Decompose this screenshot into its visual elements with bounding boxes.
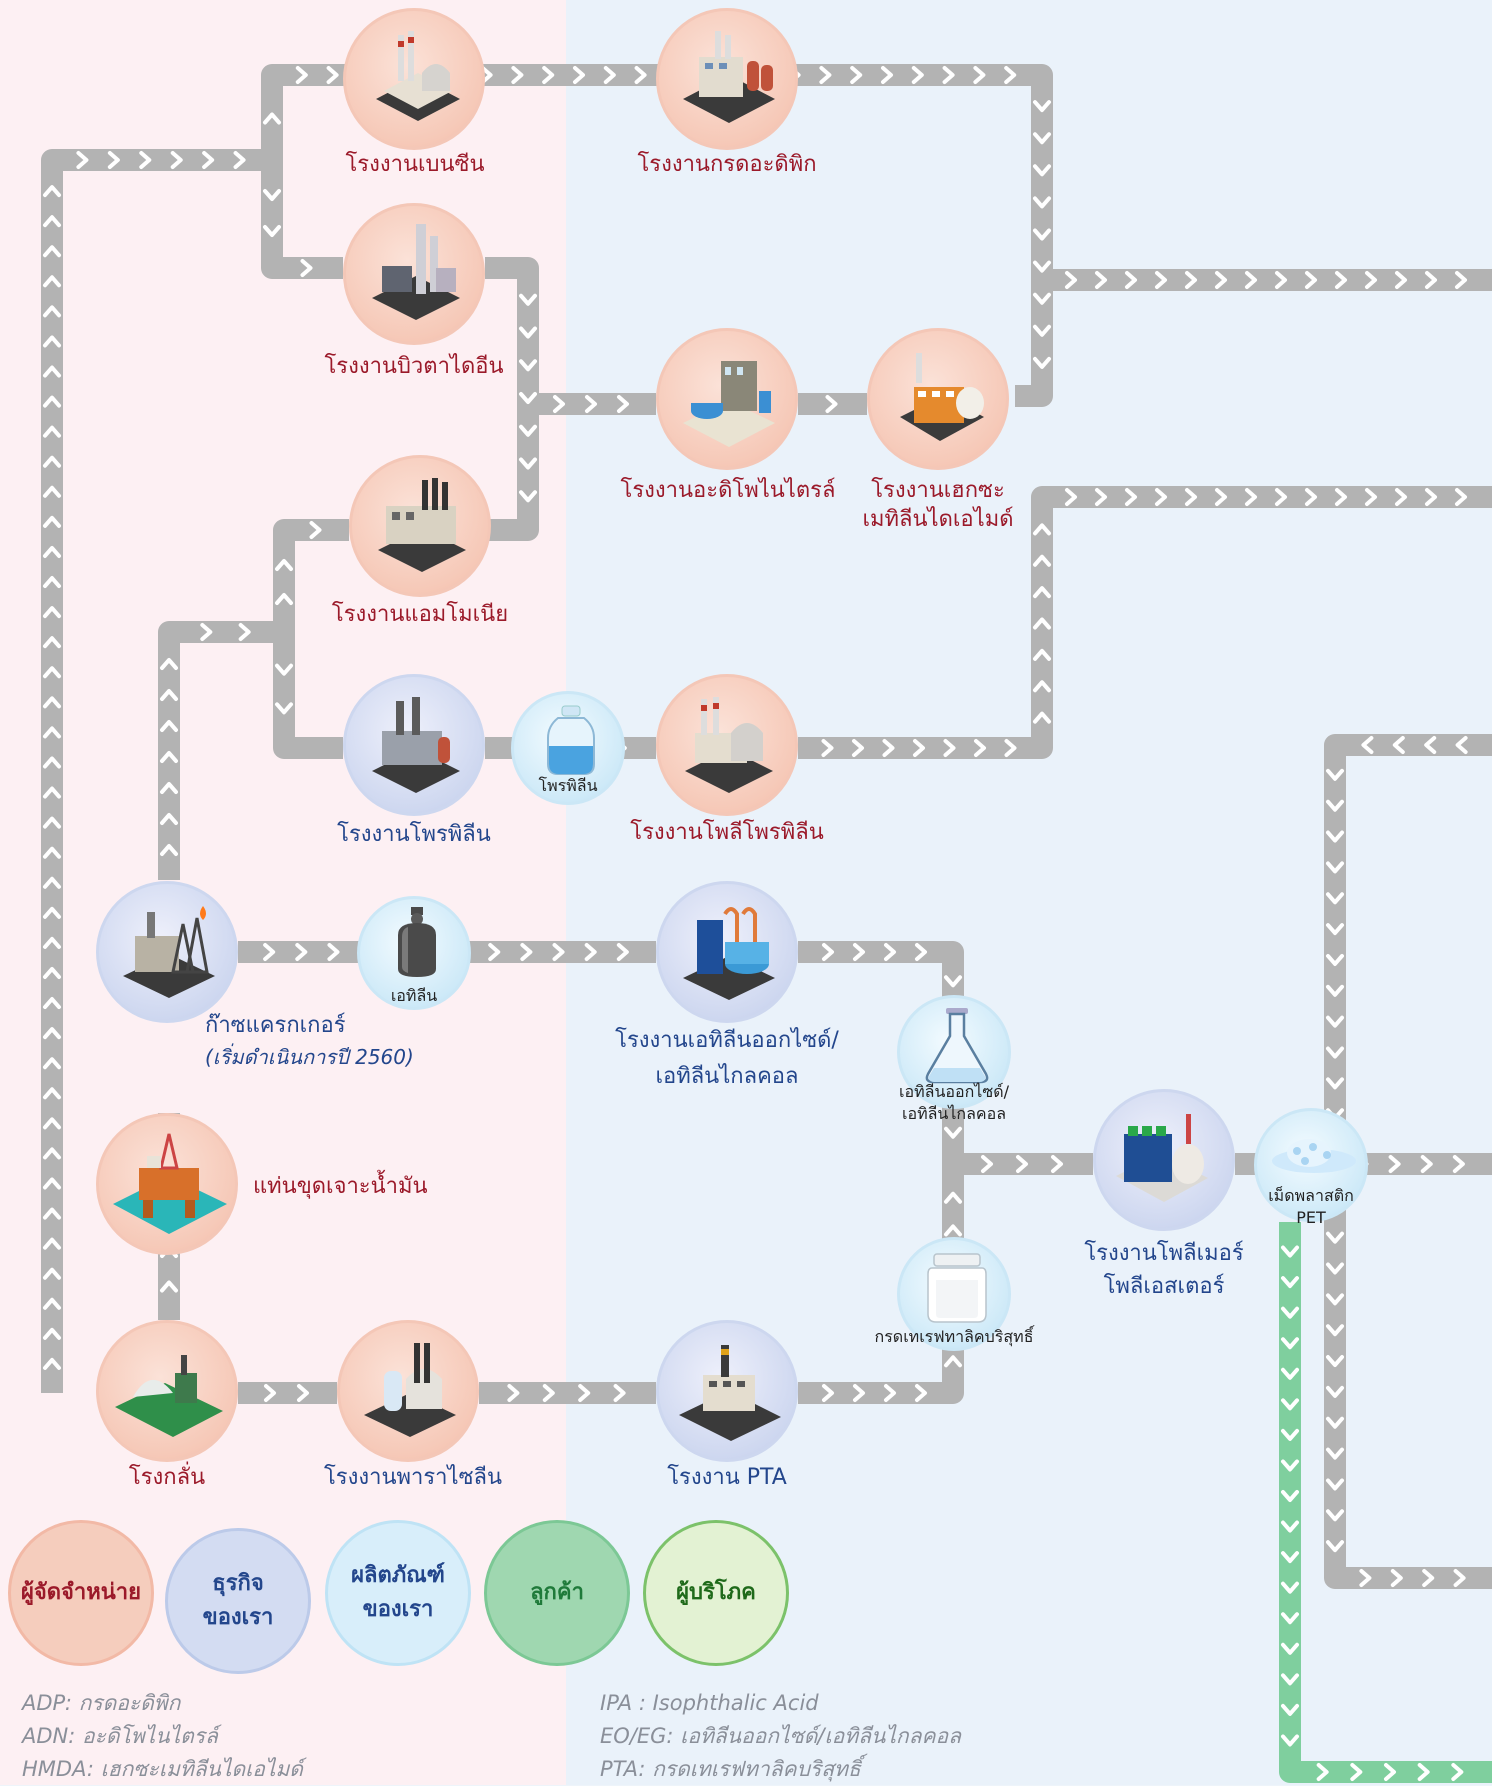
pta-product-node[interactable] bbox=[897, 1237, 1011, 1351]
legend-product-line1: ผลิตภัณฑ์ bbox=[351, 1563, 445, 1588]
factory-icon bbox=[683, 907, 775, 1000]
flow-track-segment bbox=[273, 632, 343, 759]
ammonia-plant-label: โรงงานแอมโมเนีย bbox=[331, 602, 509, 627]
factory-icon bbox=[1116, 1114, 1208, 1202]
flow-track-segment bbox=[158, 621, 284, 880]
gas-cracker-sublabel: (เริ่มดำเนินการปี 2560) bbox=[205, 1045, 414, 1069]
bottle-icon bbox=[547, 705, 595, 775]
eo-eg-label-line1: โรงงานเอทิลีนออกไซด์/ bbox=[615, 1028, 839, 1053]
gas-cracker-label: ก๊าซแครกเกอร์ bbox=[205, 1013, 346, 1038]
polypropylene-plant-label: โรงงานโพลีโพรพิลีน bbox=[630, 820, 824, 845]
factory-icon bbox=[683, 31, 775, 123]
ammonia-plant-node[interactable] bbox=[349, 455, 491, 597]
propylene-product-node[interactable] bbox=[511, 691, 625, 805]
adipic-acid-plant-label: โรงงานกรดอะดิพิก bbox=[637, 152, 817, 177]
abbreviation-ipa: IPA : Isophthalic Acid bbox=[600, 1691, 819, 1715]
adiponitrile-plant-node[interactable] bbox=[656, 328, 798, 470]
factory-icon bbox=[683, 361, 775, 447]
adiponitrile-plant-label: โรงงานอะดิโพไนไตรล์ bbox=[620, 478, 836, 503]
refinery-label: โรงกลั่น bbox=[128, 1465, 206, 1490]
factory-icon bbox=[900, 353, 984, 441]
pta-plant-label: โรงงาน PTA bbox=[667, 1465, 787, 1490]
ethylene-product-label: เอทิลีน bbox=[390, 986, 438, 1005]
legend-consumer: ผู้บริโภค bbox=[643, 1520, 789, 1666]
legend-consumer-text: ผู้บริโภค bbox=[676, 1580, 756, 1605]
flow-track-segment bbox=[41, 149, 272, 1393]
propylene-product-label: โพรพิลีน bbox=[538, 776, 598, 795]
polyester-label-line2: โพลีเอสเตอร์ bbox=[1103, 1274, 1225, 1299]
pet-label-line2: PET bbox=[1296, 1208, 1326, 1227]
flow-track-segment bbox=[261, 64, 1053, 407]
factory-icon bbox=[378, 478, 466, 572]
benzene-plant-node[interactable] bbox=[343, 8, 485, 150]
refinery-icon bbox=[115, 1355, 223, 1437]
benzene-plant-label: โรงงานเบนซีน bbox=[345, 152, 485, 177]
polypropylene-plant-node[interactable] bbox=[656, 674, 798, 816]
refinery-node[interactable] bbox=[96, 1320, 238, 1462]
factory-icon bbox=[364, 1343, 456, 1437]
oil-rig-label: แท่นขุดเจาะน้ำมัน bbox=[253, 1174, 428, 1199]
abbreviation-adp: ADP: กรดอะดิพิก bbox=[22, 1691, 181, 1715]
eo-eg-product-node[interactable] bbox=[897, 995, 1011, 1109]
pellets-icon bbox=[1272, 1139, 1356, 1173]
polyester-label-line1: โรงงานโพลีเมอร์ bbox=[1084, 1241, 1244, 1266]
gas-tank-icon bbox=[398, 907, 436, 977]
eo-eg-plant-node[interactable] bbox=[656, 881, 798, 1023]
factory-icon bbox=[685, 697, 773, 793]
eo-eg-label-line2: เอทิลีนไกลคอล bbox=[655, 1064, 799, 1089]
polyester-plant-node[interactable] bbox=[1093, 1089, 1235, 1231]
flow-track-segment bbox=[798, 486, 1492, 759]
legend-customer: ลูกค้า bbox=[484, 1520, 630, 1666]
hmda-label-line1: โรงงานเฮกซะ bbox=[871, 478, 1005, 503]
oil-rig-node[interactable] bbox=[96, 1113, 238, 1255]
eo-eg-plant-label: โรงงานเอทิลีนออกไซด์/ เอทิลีนไกลคอล bbox=[607, 1023, 847, 1095]
abbreviation-eo-eg: EO/EG: เอทิลีนออกไซด์/เอทิลีนไกลคอล bbox=[600, 1724, 962, 1748]
adipic-acid-plant-node[interactable] bbox=[656, 8, 798, 150]
pta-plant-node[interactable] bbox=[656, 1320, 798, 1462]
paraxylene-plant-node[interactable] bbox=[337, 1320, 479, 1462]
oil-rig-icon bbox=[113, 1133, 227, 1234]
eo-eg-product-line1: เอทิลีนออกไซด์/ bbox=[899, 1082, 1009, 1101]
pet-label-line1: เม็ดพลาสติก bbox=[1268, 1186, 1354, 1205]
pta-product-label: กรดเทเรฟทาลิคบริสุทธิ์ bbox=[874, 1327, 1034, 1346]
abbreviation-adn: ADN: อะดิโพไนไตรล์ bbox=[22, 1724, 218, 1748]
legend-our-business: ธุรกิจ ของเรา bbox=[165, 1528, 311, 1674]
flask-icon bbox=[925, 1008, 989, 1084]
jar-icon bbox=[927, 1253, 987, 1323]
factory-icon bbox=[372, 224, 460, 320]
abbreviation-pta: PTA: กรดเทเรฟทาลิคบริสุทธิ์ bbox=[600, 1757, 861, 1781]
legend-our-products: ผลิตภัณฑ์ ของเรา bbox=[325, 1520, 471, 1666]
propylene-plant-node[interactable] bbox=[343, 674, 485, 816]
legend-supplier-text: ผู้จัดจำหน่าย bbox=[20, 1580, 142, 1605]
hmda-label-line2: เมทิลีนไดเอไมด์ bbox=[862, 507, 1014, 532]
butadiene-plant-node[interactable] bbox=[343, 203, 485, 345]
factory-icon bbox=[376, 31, 460, 121]
pet-pellets-label: เม็ดพลาสติก PET bbox=[1251, 1185, 1371, 1229]
paraxylene-plant-label: โรงงานพาราไซลีน bbox=[323, 1465, 503, 1490]
legend-customer-text: ลูกค้า bbox=[530, 1580, 584, 1605]
factory-icon bbox=[372, 697, 460, 793]
butadiene-plant-label: โรงงานบิวตาไดอีน bbox=[324, 354, 504, 379]
eo-eg-product-label: เอทิลีนออกไซด์/ เอทิลีนไกลคอล bbox=[880, 1081, 1028, 1125]
hmda-plant-node[interactable] bbox=[867, 328, 1009, 470]
eo-eg-product-line2: เอทิลีนไกลคอล bbox=[901, 1104, 1007, 1123]
legend-product-line2: ของเรา bbox=[362, 1597, 434, 1622]
factory-icon bbox=[679, 1345, 781, 1441]
polyester-plant-label: โรงงานโพลีเมอร์ โพลีเอสเตอร์ bbox=[1064, 1237, 1264, 1303]
abbreviation-hmda: HMDA: เฮกซะเมทิลีนไดเอไมด์ bbox=[22, 1757, 303, 1781]
propylene-plant-label: โรงงานโพรพิลีน bbox=[337, 822, 491, 847]
ethylene-product-node[interactable] bbox=[357, 896, 471, 1010]
factory-icon bbox=[123, 906, 215, 998]
legend-business-line2: ของเรา bbox=[202, 1605, 274, 1630]
legend-supplier: ผู้จัดจำหน่าย bbox=[8, 1520, 154, 1666]
flow-track-segment bbox=[1279, 1222, 1492, 1783]
hmda-plant-label: โรงงานเฮกซะ เมทิลีนไดเอไมด์ bbox=[838, 476, 1038, 534]
gas-cracker-node[interactable] bbox=[96, 881, 238, 1023]
legend-business-line1: ธุรกิจ bbox=[212, 1571, 264, 1596]
pet-pellets-product-node[interactable] bbox=[1254, 1108, 1368, 1222]
